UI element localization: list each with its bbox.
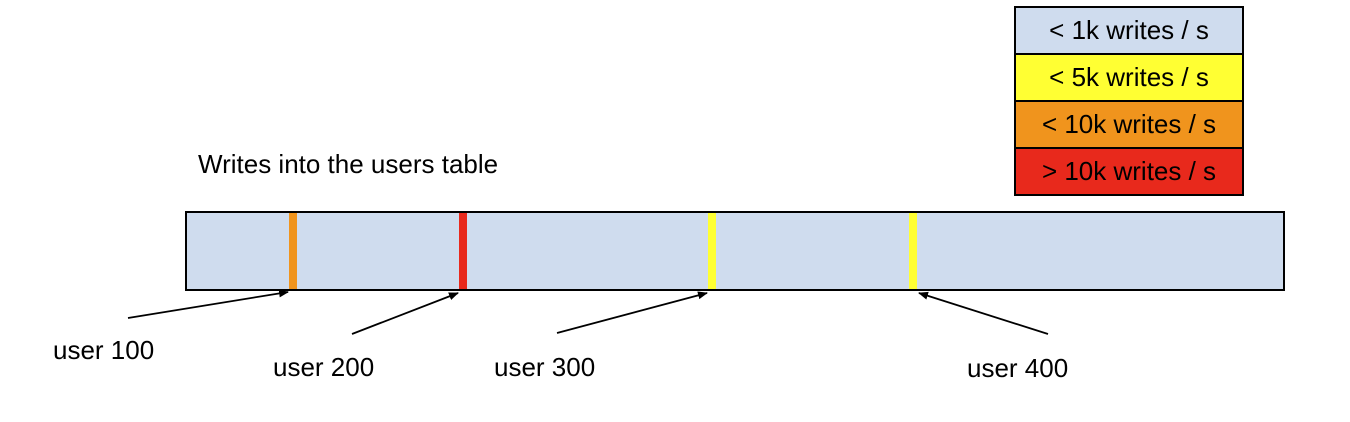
label-user-200: user 200	[273, 352, 375, 382]
users-table-bar	[185, 211, 1285, 291]
legend-item-gt-10k-label: > 10k writes / s	[1041, 156, 1217, 186]
arrow-user-100	[127, 289, 289, 319]
legend: < 1k writes / s < 5k writes / s < 10k wr…	[1014, 6, 1244, 196]
tick-user-200	[459, 213, 467, 289]
legend-item-lt-5k-label: < 5k writes / s	[1049, 62, 1209, 92]
legend-item-lt-1k: < 1k writes / s	[1016, 8, 1242, 55]
label-user-100: user 100	[53, 335, 155, 365]
arrow-user-300	[556, 291, 708, 334]
label-user-400: user 400	[967, 353, 1069, 383]
legend-item-lt-10k: < 10k writes / s	[1016, 102, 1242, 149]
label-user-300: user 300	[494, 352, 596, 382]
tick-user-400	[909, 213, 917, 289]
arrow-user-400	[918, 291, 1049, 335]
tick-user-100	[289, 213, 297, 289]
legend-item-gt-10k: > 10k writes / s	[1016, 149, 1242, 194]
tick-user-300	[708, 213, 716, 289]
diagram-title: Writes into the users table	[198, 149, 499, 179]
legend-item-lt-1k-label: < 1k writes / s	[1049, 15, 1209, 45]
legend-item-lt-10k-label: < 10k writes / s	[1041, 109, 1217, 139]
arrow-user-200	[351, 292, 459, 335]
legend-item-lt-5k: < 5k writes / s	[1016, 55, 1242, 102]
